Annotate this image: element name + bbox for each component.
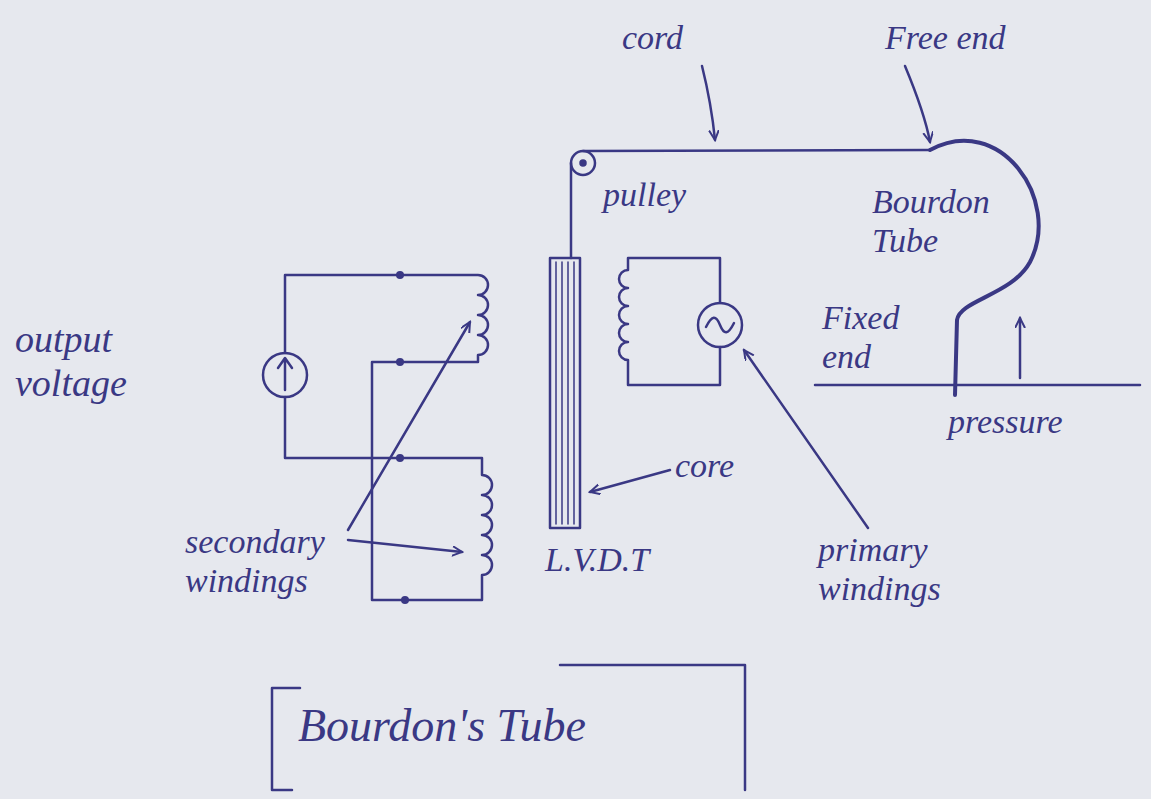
fixed-end-label: Fixed end — [822, 298, 932, 376]
meter-arrow — [278, 358, 292, 390]
core-leader — [590, 470, 670, 492]
primary-leader — [744, 350, 868, 528]
free-end-label: Free end — [885, 18, 1055, 57]
caption-bracket — [272, 665, 745, 790]
pressure-label: pressure — [948, 402, 1128, 441]
secondary-winding-upper — [400, 275, 488, 362]
pulley-label: pulley — [603, 175, 733, 214]
free-end-leader — [905, 66, 930, 142]
cord-label: cord — [622, 18, 742, 57]
secondary-leader-upper — [348, 322, 470, 530]
ac-source-symbol — [698, 303, 742, 347]
ac-tilde — [706, 318, 734, 333]
bourdon-tube-label: Bourdon Tube — [872, 182, 1000, 260]
cord-line — [583, 150, 930, 151]
secondary-windings-label: secondary windings — [185, 522, 350, 600]
caption-text: Bourdon's Tube — [298, 700, 738, 753]
output-wires — [285, 275, 400, 458]
ground-line — [815, 384, 1140, 387]
cord-leader — [702, 66, 715, 140]
core-hatching — [556, 262, 574, 524]
output-meter-symbol — [263, 353, 307, 397]
core-label: core — [675, 446, 785, 485]
pressure-arrow — [1019, 318, 1022, 378]
bourdon-tube-symbol — [930, 141, 1039, 395]
lvdt-label: L.V.D.T — [545, 540, 685, 579]
primary-windings-label: primary windings — [818, 530, 1028, 608]
secondary-winding-lower — [400, 458, 492, 600]
output-voltage-label: output voltage — [15, 318, 165, 405]
secondary-leader-lower — [348, 540, 462, 552]
pulley-symbol — [571, 151, 595, 175]
cord-drop — [570, 163, 573, 258]
primary-winding-symbol — [619, 258, 720, 385]
core-symbol — [550, 258, 580, 528]
